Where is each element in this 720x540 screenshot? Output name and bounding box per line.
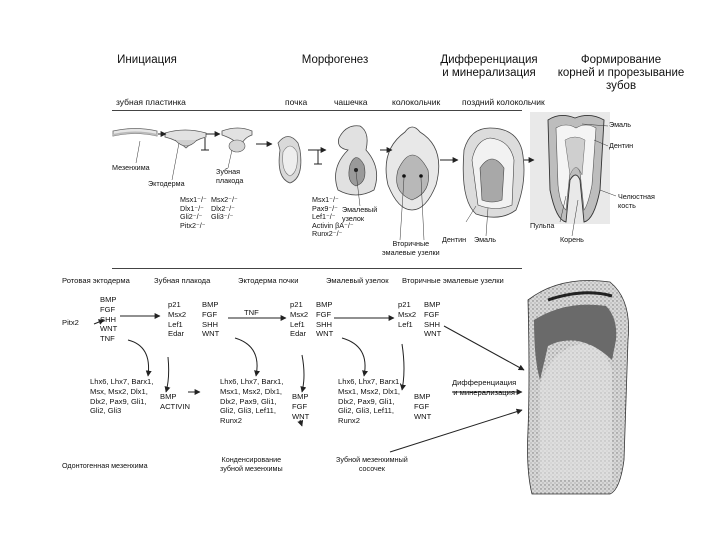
tooth-placode-illustration bbox=[164, 129, 207, 149]
signal-arrows bbox=[93, 313, 525, 453]
epithelium-secondary: Вторичные эмалевые узелки bbox=[402, 276, 504, 285]
stage-arrows bbox=[158, 131, 535, 163]
factors-knot-a: p21 Msx2 Lef1 bbox=[398, 300, 417, 329]
mesenchyme-genes-2: Lhx6, Lhx7, Barx1, Msx1, Msx2, Dlx1, Dlx… bbox=[220, 377, 284, 426]
stage-morphogenesis: Морфогенез bbox=[301, 54, 369, 66]
substage-lamina: зубная пластинка bbox=[116, 97, 186, 107]
label-mesenchyme: Мезенхима bbox=[112, 163, 150, 172]
stage-differentiation: Дифференциация и минерализация bbox=[440, 54, 538, 79]
cap-stage-illustration bbox=[335, 125, 378, 196]
divider-middle bbox=[112, 268, 522, 269]
label-root: Корень bbox=[560, 235, 584, 244]
label-enamel: Эмаль bbox=[474, 235, 496, 244]
stage-root-formation: Формирование корней и прорезывание зубов bbox=[557, 54, 685, 92]
label-dentin: Дентин bbox=[442, 235, 467, 244]
factors-knot-b: BMP FGF SHH WNT bbox=[424, 300, 442, 339]
mesenchyme-genes-3: Lhx6, Lhx7, Barx1, Msx1, Msx2, Dlx1, Dlx… bbox=[338, 377, 402, 426]
mesenchyme-differentiation: Дифференциация и минерализация bbox=[452, 378, 517, 397]
mesenchyme-signals-2: BMP FGF WNT bbox=[292, 392, 310, 421]
factors-oral: BMP FGF SHH WNT TNF bbox=[100, 295, 118, 344]
substage-bell: колокольчик bbox=[392, 97, 441, 107]
mutants-group1: Msx1⁻/⁻ Dlx1⁻/⁻ Gli2⁻/⁻ Pitx2⁻/⁻ bbox=[180, 195, 207, 230]
arrest-markers bbox=[201, 138, 322, 165]
label-enamel-right: Эмаль bbox=[609, 120, 631, 129]
bud-stage-illustration bbox=[277, 136, 302, 184]
tooth-thickening-illustration bbox=[221, 127, 253, 153]
epithelium-knot: Эмалевый узелок bbox=[326, 276, 389, 285]
label-dentin-right: Дентин bbox=[609, 141, 634, 150]
mesenchyme-signals-3: BMP FGF WNT bbox=[414, 392, 432, 421]
factors-placode-b: BMP FGF SHH WNT bbox=[202, 300, 220, 339]
label-enamel-knot: Эмалевый узелок bbox=[342, 205, 378, 223]
mutants-group3: Msx1⁻/⁻ Pax9⁻/⁻ Lef1⁻/⁻ Activin βA⁻/⁻ Ru… bbox=[312, 195, 354, 239]
late-bell-illustration bbox=[462, 127, 525, 218]
tooth-lamina-illustration bbox=[112, 128, 158, 137]
mutants-group2: Msx2⁻/⁻ Dlx2⁻/⁻ Gli3⁻/⁻ bbox=[211, 195, 238, 222]
divider-top bbox=[112, 110, 522, 111]
factor-pitx2: Pitx2 bbox=[62, 318, 79, 327]
leader-lines bbox=[135, 123, 617, 241]
label-condensation: Конденсирование зубной мезенхимы bbox=[220, 455, 283, 473]
factor-tnf: TNF bbox=[244, 308, 259, 317]
epithelium-bud: Эктодерма почки bbox=[238, 276, 299, 285]
erupted-tooth-illustration bbox=[530, 112, 610, 224]
substage-late-bell: поздний колокольчик bbox=[462, 97, 545, 107]
label-secondary-knots: Вторичные эмалевые узелки bbox=[382, 239, 440, 257]
label-dental-papilla: Зубной мезенхимный сосочек bbox=[336, 455, 408, 473]
epithelium-oral: Ротовая эктодерма bbox=[62, 276, 130, 285]
mesenchyme-signals-1: BMP ACTIVIN bbox=[160, 392, 190, 411]
substage-cap: чашечка bbox=[334, 97, 368, 107]
bell-stage-illustration bbox=[385, 126, 440, 211]
tooth-micrograph bbox=[527, 280, 629, 495]
stage-initiation: Инициация bbox=[117, 54, 177, 66]
substage-bud: почка bbox=[285, 97, 308, 107]
label-placode: Зубная плакода bbox=[216, 167, 244, 185]
factors-bud-a: p21 Msx2 Lef1 Edar bbox=[290, 300, 309, 339]
label-pulp: Пульпа bbox=[530, 221, 555, 230]
label-ectoderm: Эктодерма bbox=[148, 179, 185, 188]
label-jaw-bone: Челюстная кость bbox=[618, 192, 655, 210]
factors-bud-b: BMP FGF SHH WNT bbox=[316, 300, 334, 339]
label-odontogenic-mesenchyme: Одонтогенная мезенхима bbox=[62, 461, 148, 470]
mesenchyme-genes-1: Lhx6, Lhx7, Barx1, Msx, Msx2, Dlx1, Dlx2… bbox=[90, 377, 154, 416]
epithelium-placode: Зубная плакода bbox=[154, 276, 211, 285]
factors-placode-a: p21 Msx2 Lef1 Edar bbox=[168, 300, 187, 339]
